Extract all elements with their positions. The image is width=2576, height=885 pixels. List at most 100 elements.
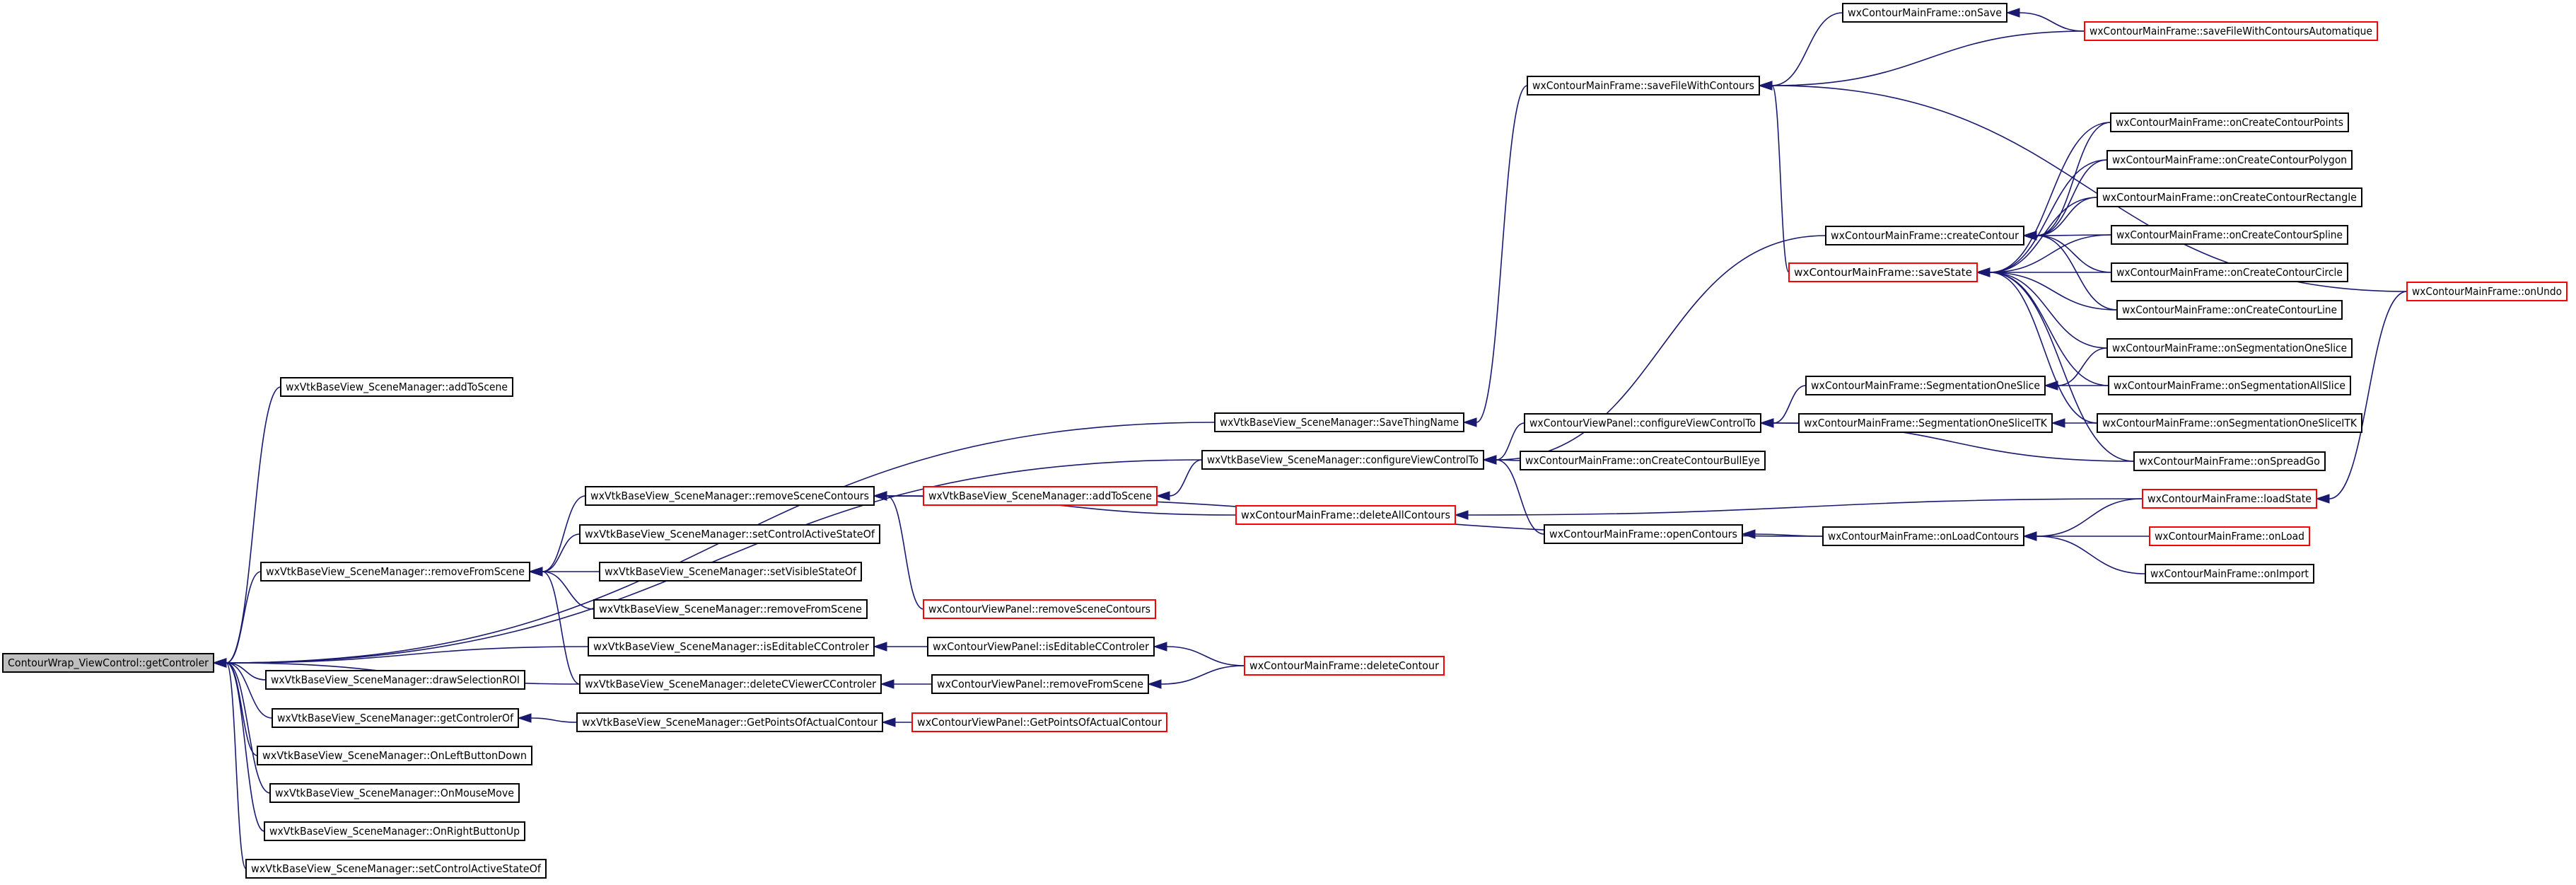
node-setControlActiveStateOf_b[interactable]: wxVtkBaseView_SceneManager::setControlAc… [245, 859, 547, 879]
node-box[interactable] [1805, 376, 2046, 395]
node-getControlerOf[interactable]: wxVtkBaseView_SceneManager::getControler… [272, 708, 519, 728]
node-box[interactable] [2108, 376, 2351, 395]
node-onCreateContourRectangle[interactable]: wxContourMainFrame::onCreateContourRecta… [2097, 187, 2362, 207]
node-box[interactable] [1214, 412, 1464, 432]
node-box[interactable] [2111, 262, 2348, 282]
node-GetPointsOfActualContour_cvp[interactable]: wxContourViewPanel::GetPointsOfActualCon… [911, 712, 1167, 732]
node-box[interactable] [2111, 225, 2348, 245]
node-addToScene_svm[interactable]: wxVtkBaseView_SceneManager::addToScene [280, 377, 513, 397]
node-setVisibleStateOf[interactable]: wxVtkBaseView_SceneManager::setVisibleSt… [599, 562, 862, 582]
node-openContours[interactable]: wxContourMainFrame::openContours [1544, 524, 1743, 544]
node-root[interactable]: ContourWrap_ViewControl::getControler [2, 653, 214, 673]
node-box[interactable] [2097, 187, 2362, 207]
node-onCreateContourCircle[interactable]: wxContourMainFrame::onCreateContourCircl… [2111, 262, 2348, 282]
node-SegmentationOneSlice[interactable]: wxContourMainFrame::SegmentationOneSlice [1805, 376, 2046, 395]
node-box[interactable] [1798, 413, 2053, 433]
node-box[interactable] [579, 524, 880, 544]
node-box[interactable] [1244, 656, 1445, 676]
node-onSpreadGo[interactable]: wxContourMainFrame::onSpreadGo [2133, 451, 2326, 471]
node-OnLeftButtonDown[interactable]: wxVtkBaseView_SceneManager::OnLeftButton… [257, 746, 532, 765]
node-box[interactable] [1201, 450, 1484, 470]
node-removeSceneContours_cvp[interactable]: wxContourViewPanel::removeSceneContours [923, 599, 1156, 619]
node-deleteCViewerCControler[interactable]: wxVtkBaseView_SceneManager::deleteCViewe… [579, 674, 882, 694]
node-box[interactable] [911, 712, 1167, 732]
node-saveFileWithContours[interactable]: wxContourMainFrame::saveFileWithContours [1527, 76, 1760, 96]
node-onCreateContourPoints[interactable]: wxContourMainFrame::onCreateContourPoint… [2110, 112, 2349, 132]
node-SaveThingName[interactable]: wxVtkBaseView_SceneManager::SaveThingNam… [1214, 412, 1464, 432]
node-box[interactable] [260, 562, 530, 582]
node-box[interactable] [280, 377, 513, 397]
node-onSegmentationOneSliceITK[interactable]: wxContourMainFrame::onSegmentationOneSli… [2097, 413, 2362, 433]
node-box[interactable] [2097, 413, 2362, 433]
node-isEditableCControler_cvp[interactable]: wxContourViewPanel::isEditableCControler [927, 637, 1155, 656]
node-box[interactable] [576, 712, 883, 732]
node-box[interactable] [2149, 526, 2310, 546]
node-onUndo[interactable]: wxContourMainFrame::onUndo [2406, 282, 2568, 301]
node-GetPointsOfActualContour_svm[interactable]: wxVtkBaseView_SceneManager::GetPointsOfA… [576, 712, 883, 732]
node-box[interactable] [269, 783, 520, 803]
node-box[interactable] [2406, 282, 2568, 301]
node-box[interactable] [245, 859, 547, 879]
node-configureViewControlTo_cvp[interactable]: wxContourViewPanel::configureViewControl… [1524, 413, 1761, 433]
node-SegmentationOneSliceITK[interactable]: wxContourMainFrame::SegmentationOneSlice… [1798, 413, 2053, 433]
node-onCreateContourSpline[interactable]: wxContourMainFrame::onCreateContourSplin… [2111, 225, 2348, 245]
node-drawSelectionROI[interactable]: wxVtkBaseView_SceneManager::drawSelectio… [265, 670, 525, 690]
node-box[interactable] [264, 821, 525, 841]
node-removeSceneContours_svm[interactable]: wxVtkBaseView_SceneManager::removeSceneC… [585, 486, 875, 506]
node-box[interactable] [2116, 300, 2343, 320]
node-addToScene_cvp[interactable]: wxVtkBaseView_SceneManager::addToScene [923, 486, 1158, 506]
node-box[interactable] [599, 562, 862, 582]
node-box[interactable] [923, 486, 1158, 506]
node-box[interactable] [927, 637, 1155, 656]
node-box[interactable] [1788, 262, 1978, 282]
node-box[interactable] [593, 599, 868, 619]
node-deleteContour[interactable]: wxContourMainFrame::deleteContour [1244, 656, 1445, 676]
node-box[interactable] [1527, 76, 1760, 96]
node-box[interactable] [2084, 21, 2378, 41]
node-onLoad[interactable]: wxContourMainFrame::onLoad [2149, 526, 2310, 546]
node-loadState[interactable]: wxContourMainFrame::loadState [2142, 489, 2317, 509]
node-onSegmentationAllSlice[interactable]: wxContourMainFrame::onSegmentationAllSli… [2108, 376, 2351, 395]
node-box[interactable] [579, 674, 882, 694]
node-isEditableCControler_svm[interactable]: wxVtkBaseView_SceneManager::isEditableCC… [588, 637, 875, 656]
node-box[interactable] [2106, 338, 2353, 358]
node-box[interactable] [1520, 451, 1766, 470]
node-onCreateContourPolygon[interactable]: wxContourMainFrame::onCreateContourPolyg… [2106, 150, 2353, 170]
node-box[interactable] [2110, 112, 2349, 132]
node-box[interactable] [1822, 526, 2024, 546]
node-removeFromScene_cvp[interactable]: wxContourViewPanel::removeFromScene [931, 674, 1149, 694]
node-box[interactable] [585, 486, 875, 506]
node-box[interactable] [1235, 505, 1456, 525]
node-onSegmentationOneSlice[interactable]: wxContourMainFrame::onSegmentationOneSli… [2106, 338, 2353, 358]
node-OnRightButtonUp[interactable]: wxVtkBaseView_SceneManager::OnRightButto… [264, 821, 525, 841]
node-removeFromScene_svm[interactable]: wxVtkBaseView_SceneManager::removeFromSc… [260, 562, 530, 582]
node-box[interactable] [2, 653, 214, 673]
node-onCreateContourBullEye[interactable]: wxContourMainFrame::onCreateContourBullE… [1520, 451, 1766, 470]
node-box[interactable] [1842, 3, 2007, 23]
node-setControlActiveStateOf_a[interactable]: wxVtkBaseView_SceneManager::setControlAc… [579, 524, 880, 544]
node-OnMouseMove[interactable]: wxVtkBaseView_SceneManager::OnMouseMove [269, 783, 520, 803]
node-box[interactable] [2133, 451, 2326, 471]
node-box[interactable] [2142, 489, 2317, 509]
node-onCreateContourLine[interactable]: wxContourMainFrame::onCreateContourLine [2116, 300, 2343, 320]
node-box[interactable] [1524, 413, 1761, 433]
node-box[interactable] [2145, 564, 2314, 584]
node-saveState[interactable]: wxContourMainFrame::saveState [1788, 262, 1978, 282]
node-onSave[interactable]: wxContourMainFrame::onSave [1842, 3, 2007, 23]
node-box[interactable] [923, 599, 1156, 619]
node-box[interactable] [2106, 150, 2353, 170]
node-onLoadContours[interactable]: wxContourMainFrame::onLoadContours [1822, 526, 2024, 546]
node-createContour[interactable]: wxContourMainFrame::createContour [1825, 226, 2024, 245]
node-deleteAllContours[interactable]: wxContourMainFrame::deleteAllContours [1235, 505, 1456, 525]
node-box[interactable] [588, 637, 875, 656]
node-box[interactable] [1544, 524, 1743, 544]
node-box[interactable] [272, 708, 519, 728]
node-box[interactable] [1825, 226, 2024, 245]
node-onImport[interactable]: wxContourMainFrame::onImport [2145, 564, 2314, 584]
node-box[interactable] [931, 674, 1149, 694]
node-configureViewControlTo_svm[interactable]: wxVtkBaseView_SceneManager::configureVie… [1201, 450, 1484, 470]
node-box[interactable] [265, 670, 525, 690]
node-removeFromScene_svm2[interactable]: wxVtkBaseView_SceneManager::removeFromSc… [593, 599, 868, 619]
node-saveFileWithContoursAutomatique[interactable]: wxContourMainFrame::saveFileWithContours… [2084, 21, 2378, 41]
node-box[interactable] [257, 746, 532, 765]
